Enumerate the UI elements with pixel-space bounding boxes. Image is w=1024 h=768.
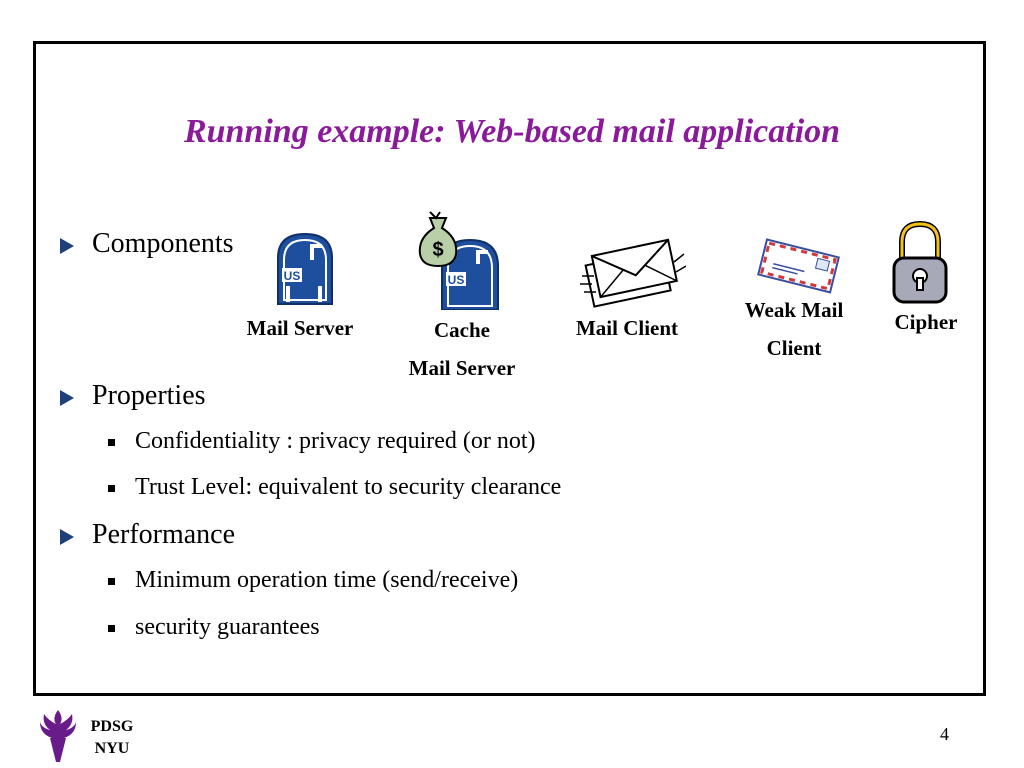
list-item-text: Trust Level: equivalent to security clea… <box>135 474 562 500</box>
money-bag-symbol: $ <box>432 239 443 261</box>
label-mail-server: Mail Server <box>246 316 354 340</box>
envelopes-icon <box>580 238 686 308</box>
square-bullet-icon <box>108 485 115 492</box>
footer-org: PDSG NYU <box>84 716 140 760</box>
bullet-arrow-icon <box>60 390 74 406</box>
list-item: Minimum operation time (send/receive) <box>108 567 518 594</box>
label-cache-line2: Mail Server <box>408 356 516 380</box>
padlock-icon <box>892 220 948 304</box>
bullet-performance: Performance <box>60 519 235 551</box>
list-item: security guarantees <box>108 614 320 641</box>
list-item-text: Minimum operation time (send/receive) <box>135 567 519 593</box>
list-item-text: Confidentiality : privacy required (or n… <box>135 428 536 454</box>
list-item-text: security guarantees <box>135 614 320 640</box>
square-bullet-icon <box>108 578 115 585</box>
money-bag-icon: US $ <box>418 211 499 310</box>
label-cache-line1: Cache <box>434 318 490 342</box>
label-mail-client: Mail Client <box>575 316 679 340</box>
label-weak-line2: Client <box>766 336 822 360</box>
slide-title: Running example: Web-based mail applicat… <box>183 113 841 150</box>
bullet-components: Components <box>60 228 234 260</box>
label-weak-mail-client: Weak Mail Client <box>728 291 860 367</box>
bullet-label: Performance <box>92 519 236 550</box>
list-item: Trust Level: equivalent to security clea… <box>108 474 561 501</box>
square-bullet-icon <box>108 625 115 632</box>
bullet-arrow-icon <box>60 529 74 545</box>
slide-frame <box>33 41 986 696</box>
bullet-properties: Properties <box>60 380 206 412</box>
page-number: 4 <box>940 724 949 744</box>
footer-org-line2: NYU <box>94 740 130 757</box>
mailbox-badge: US <box>448 273 465 287</box>
bullet-label: Components <box>92 228 234 259</box>
square-bullet-icon <box>108 439 115 446</box>
footer-org-line1: PDSG <box>90 718 134 735</box>
list-item: Confidentiality : privacy required (or n… <box>108 428 536 455</box>
mailbox-icon: US <box>277 232 333 305</box>
label-weak-line1: Weak Mail <box>744 298 844 322</box>
label-cache-mail-server: Cache Mail Server <box>392 311 532 387</box>
bullet-arrow-icon <box>60 238 74 254</box>
label-cipher: Cipher <box>894 310 958 334</box>
airmail-envelope-icon <box>757 238 840 294</box>
torch-logo-icon <box>40 710 76 762</box>
bullet-label: Properties <box>92 380 206 411</box>
mailbox-badge: US <box>284 269 301 283</box>
